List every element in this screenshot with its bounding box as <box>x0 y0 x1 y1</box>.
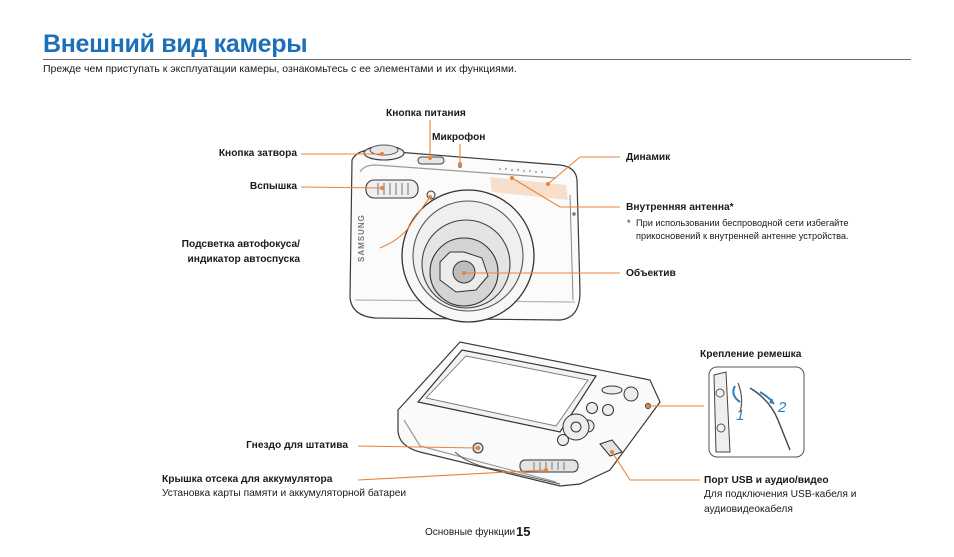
usb-description-line-1: Для подключения USB-кабеля и <box>704 489 857 500</box>
antenna-note-line-2: прикосновений к внутренней антенне устро… <box>636 231 849 241</box>
label-antenna: Внутренняя антенна* <box>626 202 734 213</box>
label-battery-cover: Крышка отсека для аккумулятора <box>162 474 333 485</box>
strap-step-2: 2 <box>777 399 787 416</box>
antenna-note-mark: * <box>627 218 631 228</box>
page-title: Внешний вид камеры <box>43 30 308 58</box>
label-microphone: Микрофон <box>432 132 486 143</box>
battery-cover-description: Установка карты памяти и аккумуляторной … <box>162 488 407 499</box>
front-brand-text: SAMSUNG <box>357 214 366 262</box>
antenna-note-line-1: При использовании беспроводной сети избе… <box>636 218 849 228</box>
label-power-button: Кнопка питания <box>386 108 466 119</box>
footer-page-number: 15 <box>516 524 531 539</box>
usb-description-line-2: аудиовидеокабеля <box>704 504 793 515</box>
label-strap-eyelet: Крепление ремешка <box>700 349 802 360</box>
front-lens <box>401 189 535 323</box>
speaker-grill <box>498 167 544 174</box>
strap-step-1: 1 <box>736 407 744 424</box>
label-af-assist-line-1: Подсветка автофокуса/ <box>181 239 300 250</box>
strap-inset <box>708 366 805 458</box>
label-af-assist-line-2: индикатор автоспуска <box>187 254 300 265</box>
label-usb-av-port: Порт USB и аудио/видео <box>704 475 829 486</box>
label-shutter-button: Кнопка затвора <box>218 148 297 159</box>
label-tripod-mount: Гнездо для штатива <box>246 440 348 451</box>
title-divider <box>43 59 911 60</box>
callout-lines <box>300 120 704 481</box>
intro-text: Прежде чем приступать к эксплуатации кам… <box>43 63 517 75</box>
label-speaker: Динамик <box>626 152 671 163</box>
label-lens: Объектив <box>626 268 676 279</box>
footer-section-name: Основные функции <box>425 527 516 538</box>
label-flash: Вспышка <box>249 181 297 192</box>
